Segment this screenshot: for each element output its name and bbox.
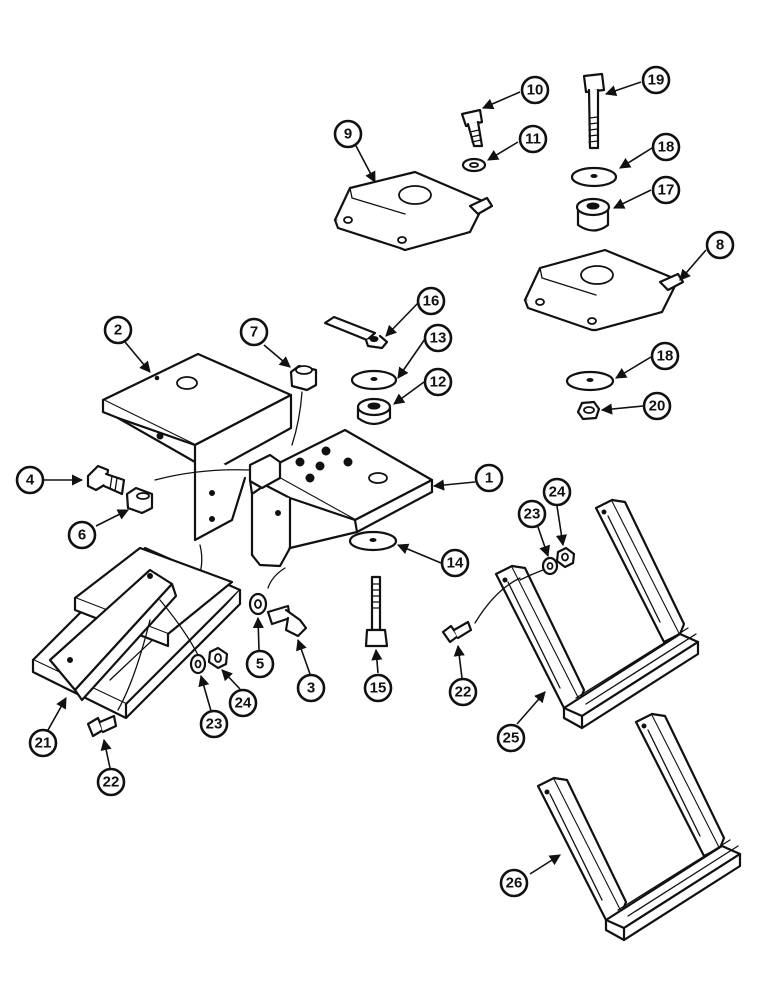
callout-24-left: 24	[228, 688, 258, 718]
isolator-plate-9	[333, 170, 494, 252]
nut-20	[576, 400, 601, 421]
callout-label: 7	[250, 324, 258, 341]
callout-label: 24	[549, 484, 566, 501]
callout-23-left: 23	[199, 709, 229, 739]
leader-lines	[35, 81, 707, 875]
bolt-4	[86, 464, 126, 496]
callout-label: 21	[35, 735, 52, 752]
callout-label: 8	[716, 237, 724, 254]
bolt-15	[364, 575, 389, 648]
callout-label: 23	[206, 716, 223, 733]
lock-washer-11	[461, 157, 487, 173]
callout-13: 13	[423, 323, 453, 353]
lock-washer-5	[248, 592, 268, 616]
callout-label: 18	[658, 139, 675, 156]
callout-label: 17	[658, 182, 675, 199]
callout-1: 1	[474, 463, 504, 493]
callout-16: 16	[416, 286, 446, 316]
callout-11: 11	[518, 124, 548, 154]
lock-washer-23-right	[541, 556, 559, 576]
callout-26: 26	[499, 868, 529, 898]
callout-label: 5	[256, 656, 264, 673]
callout-14: 14	[440, 548, 470, 578]
callout-label: 22	[455, 684, 472, 701]
callout-24-right: 24	[542, 477, 572, 507]
callout-label: 18	[657, 348, 674, 365]
callout-label: 23	[524, 506, 541, 523]
leader-23-left	[159, 599, 199, 656]
callout-22-right: 22	[448, 677, 478, 707]
callout-9: 9	[333, 119, 363, 149]
washer-14	[348, 530, 398, 552]
callout-18-upper: 18	[651, 132, 681, 162]
callout-10: 10	[520, 75, 550, 105]
callout-21: 21	[28, 728, 58, 758]
callout-12: 12	[423, 367, 453, 397]
callout-label: 10	[527, 82, 544, 99]
callout-20: 20	[642, 391, 672, 421]
nut-24-right	[555, 546, 576, 569]
callout-label: 9	[344, 126, 352, 143]
callout-17: 17	[651, 175, 681, 205]
bracket-1	[248, 428, 434, 568]
callout-19: 19	[641, 65, 671, 95]
callout-22-left: 22	[96, 767, 126, 797]
bolt-10	[460, 108, 484, 148]
step-26	[536, 712, 742, 942]
callout-5: 5	[245, 649, 275, 679]
leader-22-right	[474, 577, 521, 624]
callout-label: 13	[430, 330, 447, 347]
callout-label: 22	[103, 774, 120, 791]
isolator-17	[575, 197, 611, 232]
callout-label: 20	[649, 398, 666, 415]
callout-label: 19	[648, 72, 665, 89]
spacer-6	[125, 486, 154, 515]
callout-label: 14	[447, 555, 464, 572]
callout-label: 16	[423, 293, 440, 310]
callout-label: 1	[485, 470, 493, 487]
step-25	[494, 498, 700, 730]
bolt-22-left	[86, 714, 118, 738]
nut-24-left	[207, 646, 229, 670]
washer-18-lower	[565, 370, 615, 392]
washer-18-upper	[570, 166, 618, 188]
callout-7: 7	[239, 317, 269, 347]
callout-label: 15	[370, 680, 387, 697]
strap-16	[323, 315, 389, 350]
callout-label: 12	[430, 374, 447, 391]
isolator-12	[356, 397, 392, 426]
callout-label: 2	[114, 322, 122, 339]
callout-label: 25	[503, 730, 520, 747]
callout-18-lower: 18	[650, 341, 680, 371]
spacer-7	[289, 364, 318, 392]
bolt-22-right	[441, 620, 473, 644]
callout-label: 11	[525, 131, 541, 148]
callout-label: 4	[26, 472, 35, 489]
leader-7-assembly	[291, 391, 303, 446]
callout-3: 3	[296, 673, 326, 703]
callout-label: 3	[307, 680, 315, 697]
leader-3-assembly	[267, 567, 286, 589]
leader-22-left	[117, 619, 151, 711]
leader-4-assembly	[154, 469, 251, 481]
step-21	[31, 546, 242, 720]
washer-13	[350, 369, 398, 391]
callout-4: 4	[15, 465, 45, 495]
callout-8: 8	[705, 230, 735, 260]
callout-label: 24	[235, 695, 252, 712]
callout-label: 6	[78, 527, 86, 544]
callout-label: 26	[506, 875, 523, 892]
callout-23-right: 23	[517, 499, 547, 529]
lock-washer-23-left	[189, 653, 207, 675]
callout-6: 6	[67, 520, 97, 550]
callout-2: 2	[103, 315, 133, 345]
callout-15: 15	[363, 673, 393, 703]
callout-25: 25	[496, 723, 526, 753]
bracket-2	[101, 352, 293, 542]
bolt-3	[266, 604, 308, 638]
isolator-plate-8	[523, 248, 685, 332]
bolt-19	[582, 72, 606, 150]
